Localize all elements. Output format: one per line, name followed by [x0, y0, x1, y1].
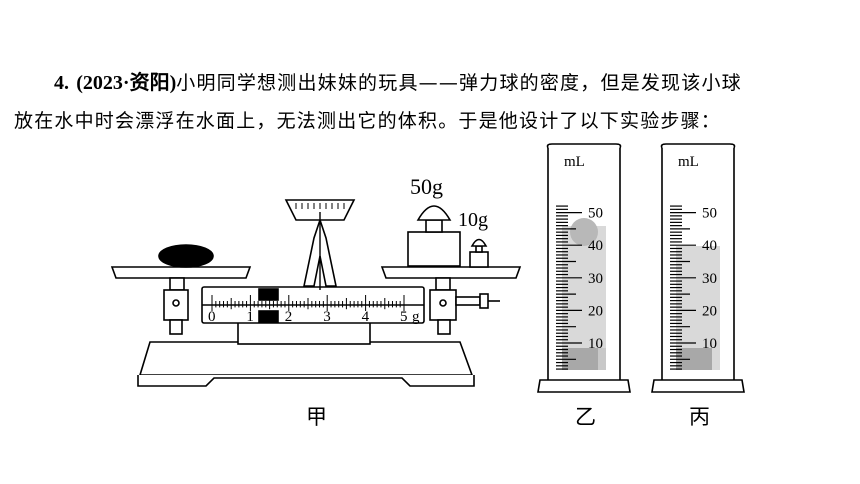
cylinder-tick-label: 10: [588, 336, 603, 352]
question-source: (2023·资阳): [76, 72, 177, 94]
ruler-label: 3: [323, 309, 331, 325]
question-text-2: 放在水中时会漂浮在水面上，无法测出它的体积。于是他设计了以下实验步骤：: [14, 110, 722, 132]
dial: [284, 199, 356, 221]
question-line-1: 4. (2023·资阳)小明同学想测出妹妹的玩具——弹力球的密度，但是发现该小球: [54, 66, 742, 95]
balance-base-foot: [137, 375, 475, 387]
cylinder-tick-label: 50: [588, 206, 603, 222]
cylinder-tick-label: 30: [588, 271, 603, 287]
caption-yi: 乙: [575, 405, 596, 429]
ruler-label: 0: [208, 309, 216, 325]
cylinder-tick-label: 20: [588, 303, 603, 319]
ruler-label: 5: [400, 309, 408, 325]
cylinder-b-unit: mL: [564, 154, 585, 170]
left-pan: [110, 266, 252, 279]
cylinder-tick-label: 30: [702, 271, 717, 287]
balance-base: [138, 341, 474, 376]
ball-in-cylinder: [570, 218, 598, 246]
weight-10g-label: 10g: [458, 209, 488, 231]
ruler-label: 4: [362, 309, 370, 325]
question-number: 4.: [54, 72, 69, 94]
weight-50g: [407, 205, 461, 267]
weight-10g: [469, 238, 489, 268]
rubber-ball: [158, 244, 214, 268]
cylinder-c-unit: mL: [678, 154, 699, 170]
ruler-label: g: [412, 309, 420, 325]
cylinder-c-tick-labels: 50 40 30 20 10: [702, 206, 717, 352]
balance-figure: [110, 199, 522, 387]
cylinder-tick-label: 10: [702, 336, 717, 352]
rider: [258, 288, 279, 301]
cylinder-tick-label: 20: [702, 303, 717, 319]
question-line-2: 放在水中时会漂浮在水面上，无法测出它的体积。于是他设计了以下实验步骤：: [14, 106, 721, 133]
beam-ruler-ticks: [211, 295, 405, 311]
weight-50g-label: 50g: [410, 174, 443, 199]
right-pan: [380, 266, 522, 279]
question-text-1: 小明同学想测出妹妹的玩具——弹力球的密度，但是发现该小球: [176, 72, 742, 94]
caption-bing: 丙: [689, 405, 710, 429]
cylinder-b: [537, 143, 631, 393]
cylinder-tick-label: 40: [588, 238, 603, 254]
cylinder-b-tick-labels: 50 40 30 20 10: [588, 206, 603, 352]
cylinder-c: [651, 143, 745, 393]
cylinder-tick-label: 50: [702, 206, 717, 222]
ruler-label: 1: [246, 309, 254, 325]
caption-jia: 甲: [306, 405, 327, 429]
cylinder-tick-label: 40: [702, 238, 717, 254]
ruler-label: 2: [285, 309, 293, 325]
